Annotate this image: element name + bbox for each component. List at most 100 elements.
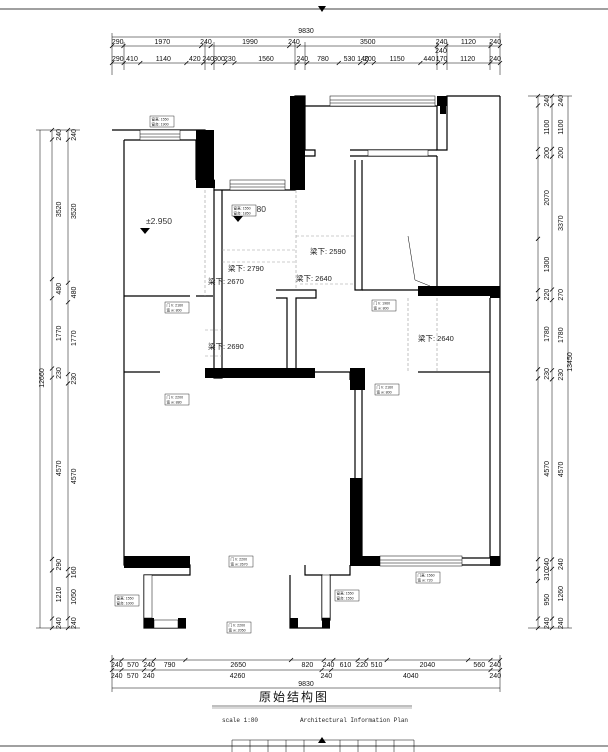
opening-tag-text: 宽 w: 2050 bbox=[229, 627, 246, 632]
dim-tick bbox=[304, 60, 310, 66]
dim-tick bbox=[49, 366, 55, 371]
dim-tick bbox=[138, 60, 143, 66]
dim-tick bbox=[535, 556, 541, 562]
dim-label: 240 bbox=[544, 95, 551, 107]
dim-tick bbox=[49, 616, 55, 621]
dim-tick bbox=[65, 381, 71, 386]
dim-tick bbox=[183, 657, 188, 663]
dim-label: 4570 bbox=[71, 468, 78, 484]
dim-tick bbox=[535, 287, 541, 293]
dim-label: 1770 bbox=[71, 330, 78, 346]
dim-tick bbox=[49, 556, 55, 562]
opening-tag-text: 窗台: 1550 bbox=[337, 595, 354, 600]
dim-label: 950 bbox=[544, 594, 551, 606]
top-total-dim: 9830 bbox=[298, 28, 314, 35]
dim-tick bbox=[331, 657, 336, 663]
dim-label: 1560 bbox=[258, 56, 274, 63]
dim-tick bbox=[444, 43, 449, 49]
level-marker-icon bbox=[140, 228, 150, 234]
dim-tick bbox=[535, 376, 541, 381]
door-swing-line bbox=[407, 235, 431, 287]
opening-tag-box bbox=[334, 589, 360, 602]
dim-label: 4570 bbox=[56, 460, 63, 476]
dim-tick bbox=[549, 625, 555, 631]
dim-tick bbox=[442, 60, 448, 66]
dim-label: 170 bbox=[436, 56, 448, 63]
dim-label: 240 bbox=[558, 558, 565, 570]
bottom-dimensions bbox=[111, 655, 501, 692]
dim-label: 1050 bbox=[71, 589, 78, 605]
dim-label: 230 bbox=[71, 373, 78, 385]
dim-tick bbox=[49, 568, 55, 573]
dim-label: 480 bbox=[56, 283, 63, 295]
dim-label: 220 bbox=[356, 662, 368, 669]
dim-label: 4570 bbox=[544, 461, 551, 477]
dim-label: 1100 bbox=[558, 120, 565, 135]
opening-tag-text: 宽 w: 2670 bbox=[231, 561, 248, 566]
dim-label: 610 bbox=[340, 662, 352, 669]
dim-label: 240 bbox=[297, 56, 309, 63]
opening-tag-text: 门 h: 2200 bbox=[231, 557, 248, 562]
dim-label: 1780 bbox=[558, 327, 565, 343]
dim-tick bbox=[363, 60, 369, 66]
dim-label: 270 bbox=[558, 289, 565, 301]
dim-tick bbox=[119, 667, 124, 673]
dim-label: 290 bbox=[112, 39, 124, 46]
dim-tick bbox=[549, 103, 555, 108]
dim-tick bbox=[65, 625, 71, 631]
dim-label: 440 bbox=[423, 56, 435, 63]
dim-tick bbox=[295, 60, 300, 66]
dim-label: 560 bbox=[473, 662, 485, 669]
dim-tick bbox=[109, 667, 115, 673]
dim-tick bbox=[371, 60, 377, 66]
dim-label: 300 bbox=[213, 56, 225, 63]
dim-tick bbox=[549, 377, 555, 382]
opening-tag-text: 窗高: 1550 bbox=[337, 591, 354, 596]
dim-tick bbox=[488, 667, 493, 673]
dim-label: 160 bbox=[71, 566, 78, 578]
top-dimensions bbox=[111, 33, 501, 75]
dim-tick bbox=[65, 299, 71, 305]
opening-tag-text: 门高: 1560 bbox=[418, 573, 435, 578]
dim-label: 240 bbox=[288, 39, 300, 46]
opening-tag-box bbox=[114, 594, 140, 607]
dim-label: 480 bbox=[71, 287, 78, 299]
dim-label: 510 bbox=[371, 662, 383, 669]
dim-tick bbox=[142, 657, 147, 663]
dim-label: 230 bbox=[558, 369, 565, 381]
opening-tag-box bbox=[371, 299, 397, 312]
opening-tag-text: 窗高: 1550 bbox=[152, 117, 169, 122]
dim-tick bbox=[497, 60, 503, 66]
dim-tick bbox=[319, 667, 324, 673]
beam-label: 梁下: 2640 bbox=[296, 274, 332, 283]
dim-label: 240 bbox=[71, 129, 78, 141]
dim-tick bbox=[151, 657, 157, 663]
dim-tick bbox=[109, 60, 115, 66]
dim-tick bbox=[465, 657, 471, 663]
opening-tag-text: 宽 w: 800 bbox=[167, 307, 182, 312]
dim-label: 240 bbox=[558, 617, 565, 629]
dim-tick bbox=[49, 127, 55, 133]
dim-label: 1260 bbox=[558, 586, 565, 602]
dim-label: 290 bbox=[112, 56, 124, 63]
dim-tick bbox=[121, 43, 126, 49]
dim-tick bbox=[208, 43, 213, 49]
beam-label: 梁下: 2790 bbox=[228, 264, 264, 273]
dim-label: 1300 bbox=[544, 257, 551, 273]
dim-tick bbox=[535, 367, 541, 372]
dim-label: 4040 bbox=[403, 673, 419, 680]
dim-label: 3370 bbox=[558, 215, 565, 231]
opening-tag-box bbox=[226, 621, 252, 634]
opening-tag-box bbox=[228, 555, 254, 568]
dim-tick bbox=[549, 93, 555, 99]
dim-label: 820 bbox=[302, 662, 314, 669]
north-marker-top bbox=[318, 6, 326, 12]
dim-label: 240 bbox=[56, 129, 63, 141]
